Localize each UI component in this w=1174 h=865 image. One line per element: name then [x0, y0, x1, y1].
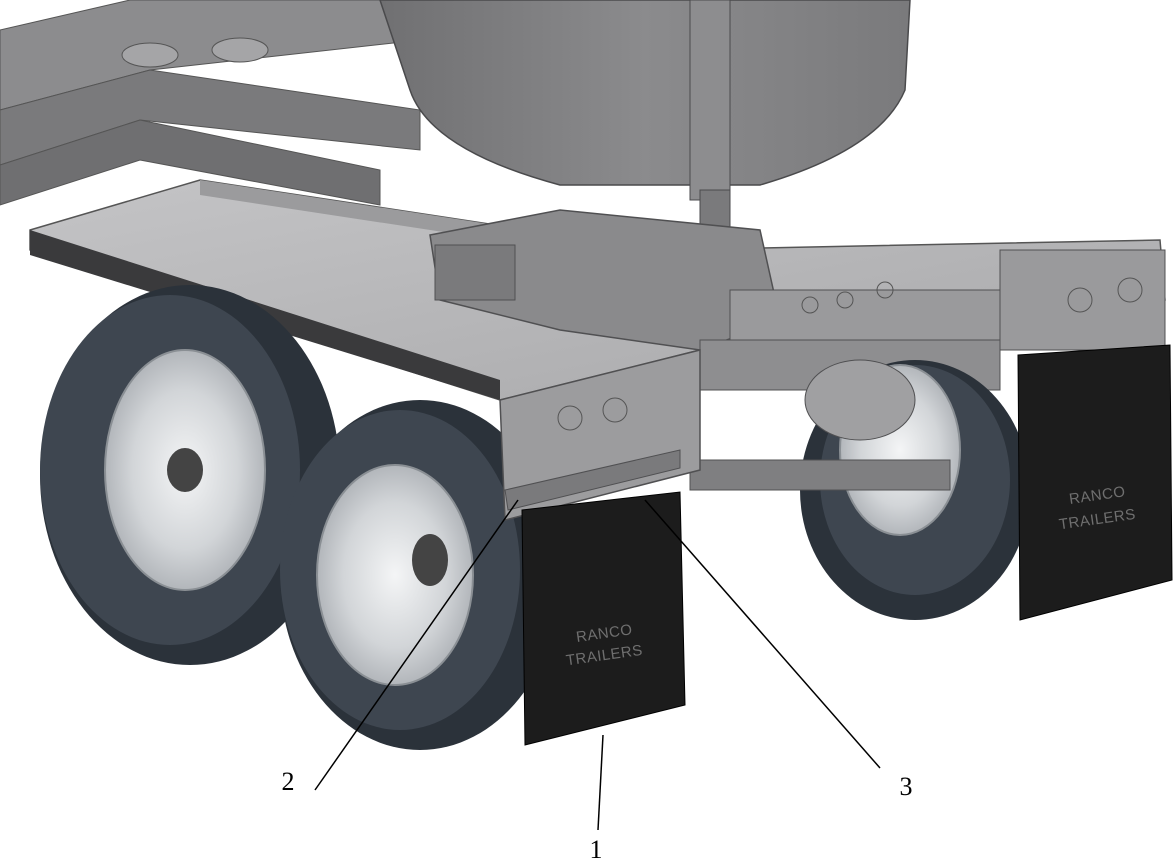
wheel-far-left [40, 285, 340, 665]
leader-lines [314, 499, 881, 831]
wheel-near-left [280, 400, 560, 750]
callout-label-2: 2 [282, 767, 295, 796]
suspension-frame [429, 209, 1166, 391]
callout-label-1: 1 [590, 835, 603, 864]
tank-body [379, 0, 911, 231]
callout-label-3: 3 [900, 772, 913, 801]
axle [689, 359, 951, 491]
leader-line-1 [597, 734, 604, 831]
rear-bracket [499, 349, 701, 521]
leader-line-3 [644, 499, 881, 769]
frame-rails [0, 0, 421, 206]
leader-line-2 [314, 499, 519, 791]
mud-flap-right: RANCO TRAILERS [1017, 344, 1173, 621]
mud-flap-left: RANCO TRAILERS [521, 491, 686, 746]
